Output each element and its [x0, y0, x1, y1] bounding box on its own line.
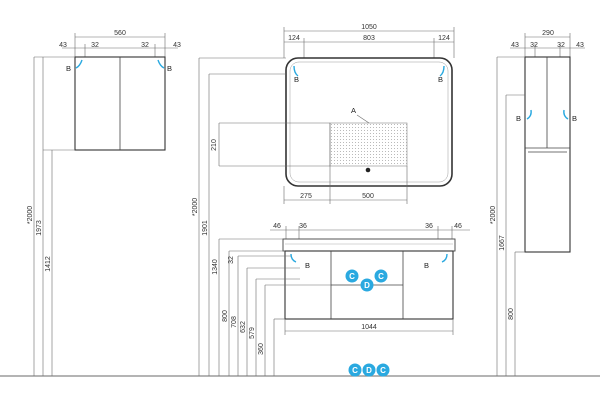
dim-2000-right: *2000: [490, 206, 497, 224]
svg-text:C: C: [349, 272, 355, 281]
dim-36-left: 36: [299, 223, 307, 230]
dim-43-left: 43: [59, 42, 67, 49]
dim-1973: 1973: [36, 220, 43, 236]
mirror-inner: [289, 61, 449, 183]
dim-210: 210: [211, 139, 218, 151]
dim-32-right: 32: [141, 42, 149, 49]
dim-632: 632: [240, 321, 247, 333]
dim-579: 579: [249, 327, 256, 339]
tall-hinge-right: [563, 109, 569, 120]
mirror: 1050 124 803 124 A B B 275 500: [192, 24, 455, 376]
vanity-badge-c-right: [374, 269, 388, 283]
dim-36-right: 36: [425, 223, 433, 230]
dim-2000-center: *2000: [192, 198, 199, 216]
floor-badge-c-left: [348, 363, 362, 377]
dim-1044: 1044: [361, 324, 377, 331]
floor-badge-c-right: [376, 363, 390, 377]
dim-43-tall-right: 43: [576, 42, 584, 49]
dim-46-right: 46: [454, 223, 462, 230]
svg-text:D: D: [366, 366, 372, 375]
hinge-label-left: B: [66, 64, 71, 73]
svg-text:D: D: [364, 281, 370, 290]
tall-hinge-label-right: B: [572, 114, 577, 123]
vanity-hinge-label-right: B: [424, 261, 429, 270]
touch-sensor: [365, 167, 371, 173]
dim-46-left: 46: [273, 223, 281, 230]
dim-32-tall-left: 32: [530, 42, 538, 49]
dim-560: 560: [114, 30, 126, 37]
vanity-top: [282, 238, 456, 252]
light-panel: [329, 122, 408, 167]
light-area-label: A: [351, 106, 356, 115]
vanity-hinge-label-left: B: [305, 261, 310, 270]
vanity-hinge-left: [290, 253, 297, 263]
tall-cabinet-body: [524, 56, 571, 253]
mirror-marker-left: [293, 65, 299, 77]
hinge-marker-right: [157, 59, 165, 69]
dim-290: 290: [542, 30, 554, 37]
mirror-marker-right: [439, 65, 445, 77]
tall-cabinet: 290 43 32 32 43 B B *2000 1667 800: [490, 30, 585, 376]
dim-275: 275: [300, 193, 312, 200]
dim-1050: 1050: [361, 24, 377, 31]
dim-124-right: 124: [438, 35, 450, 42]
mirror-label-left: B: [294, 75, 299, 84]
dim-800-vanity: 800: [222, 310, 229, 322]
vanity-badge-c-left: [345, 269, 359, 283]
dim-32: 32: [228, 256, 235, 264]
dim-43-right: 43: [173, 42, 181, 49]
hinge-label-right: B: [167, 64, 172, 73]
dim-803: 803: [363, 35, 375, 42]
tall-hinge-label-left: B: [516, 114, 521, 123]
svg-text:C: C: [378, 272, 384, 281]
vanity-badge-d: [360, 278, 374, 292]
dim-1340: 1340: [212, 259, 219, 275]
hinge-marker-left: [75, 59, 83, 69]
dim-1901: 1901: [202, 220, 209, 236]
floor-badge-d: [362, 363, 376, 377]
mirror-label-right: B: [438, 75, 443, 84]
vanity: 46 36 36 46 B B C D C 1044: [212, 223, 470, 376]
dim-500: 500: [362, 193, 374, 200]
tall-hinge-left: [526, 109, 532, 120]
svg-text:C: C: [352, 366, 358, 375]
mirror-frame: [285, 57, 453, 187]
dim-32-left: 32: [91, 42, 99, 49]
dim-1667: 1667: [499, 235, 506, 251]
svg-text:C: C: [380, 366, 386, 375]
wall-cabinet: 560 43 32 32 43 B B *2000 1973 1412: [27, 30, 181, 376]
dim-360: 360: [258, 343, 265, 355]
dim-2000-left: *2000: [27, 206, 34, 224]
dim-32-tall-right: 32: [557, 42, 565, 49]
dim-43-tall-left: 43: [511, 42, 519, 49]
floor-badges: C D C: [348, 363, 390, 377]
dim-800-right: 800: [508, 308, 515, 320]
vanity-hinge-right: [441, 253, 448, 263]
dim-708: 708: [231, 316, 238, 328]
dim-1412: 1412: [45, 256, 52, 272]
dim-124-left: 124: [288, 35, 300, 42]
